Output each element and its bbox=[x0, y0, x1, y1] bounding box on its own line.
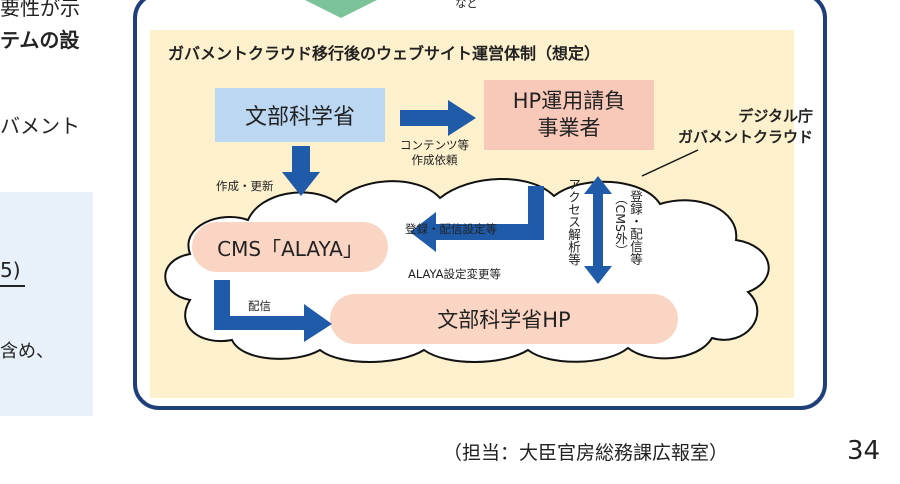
content-request-label: コンテンツ等 作成依頼 bbox=[400, 138, 469, 168]
page-number: 34 bbox=[847, 436, 881, 466]
hp-contractor-line-1: HP運用請負 bbox=[512, 89, 626, 113]
hp-contractor-box: HP運用請負 事業者 bbox=[484, 80, 654, 150]
cloud-label-line-2: ガバメントクラウド bbox=[678, 128, 814, 146]
cms-pill: CMS「ALAYA」 bbox=[192, 222, 388, 272]
cloud-label-leader-line bbox=[641, 149, 699, 177]
left-text-line-2: テムの設 bbox=[0, 28, 80, 52]
create-update-label: 作成・更新 bbox=[216, 179, 274, 193]
double-arrow-icon bbox=[584, 176, 612, 284]
down-arrow-icon bbox=[282, 146, 320, 196]
right-arrow-icon bbox=[400, 100, 476, 136]
cloud-label-line-1: デジタル庁 bbox=[738, 107, 814, 125]
delivery-label: 配信 bbox=[248, 299, 271, 313]
register-delivery-label: 登録・配信等 bbox=[628, 190, 643, 265]
delivery-arrow-icon bbox=[214, 280, 332, 342]
left-underline bbox=[0, 285, 25, 287]
alaya-settings-label: ALAYA設定変更等 bbox=[408, 267, 502, 281]
left-text-line-1: 要性が示 bbox=[0, 0, 80, 20]
mext-box: 文部科学省 bbox=[215, 88, 385, 142]
hp-contractor-line-2: 事業者 bbox=[537, 116, 601, 140]
mext-hp-pill: 文部科学省HP bbox=[330, 294, 678, 344]
diagram-title: ガバメントクラウド移行後のウェブサイト運営体制（想定） bbox=[168, 44, 601, 63]
content-request-line-1: コンテンツ等 bbox=[400, 138, 469, 152]
left-text-line-4: 5) bbox=[0, 258, 21, 282]
register-settings-label: 登録・配信設定等 bbox=[405, 222, 497, 236]
left-blue-panel bbox=[0, 192, 93, 416]
outside-cms-label: （CMS外） bbox=[613, 192, 628, 257]
cloud-label: デジタル庁 ガバメントクラウド bbox=[678, 106, 813, 148]
top-note: など bbox=[455, 0, 478, 10]
access-analysis-label: アクセス解析等 bbox=[566, 178, 581, 266]
elbow-arrow-icon bbox=[410, 186, 544, 252]
footer-department: （担当：大臣官房総務課広報室） bbox=[443, 442, 729, 464]
left-text-line-3: バメント bbox=[0, 114, 80, 138]
content-request-line-2: 作成依頼 bbox=[411, 153, 458, 167]
green-down-arrow-icon bbox=[305, 0, 377, 18]
left-text-line-5: 含め、 bbox=[0, 341, 54, 362]
